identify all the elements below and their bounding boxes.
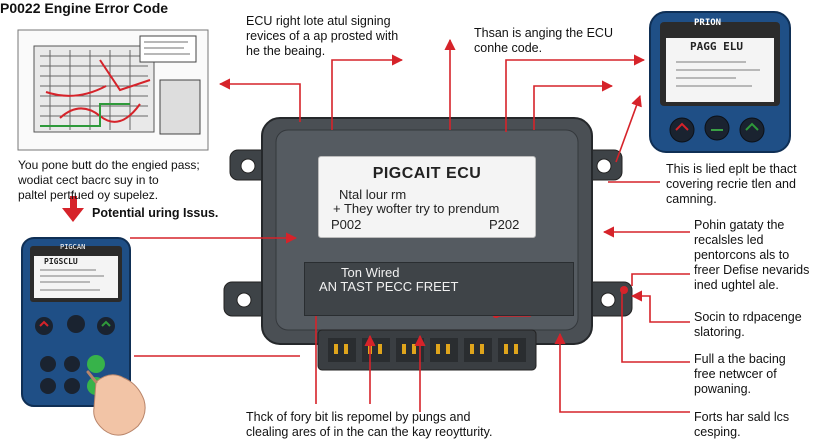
callout-right-4: Full a the bacing free netwcer of powani…	[694, 352, 786, 396]
scanner-top-right	[649, 11, 791, 153]
ecu-line-2: + They wofter try to prendum	[333, 201, 500, 216]
ecu-lower-line-2: AN TAST PECC FREET	[319, 279, 459, 294]
callout-right-5: Forts har sald lcs cesping.	[694, 410, 790, 439]
callout-top-center: ECU right lote atul signing revices of a…	[246, 14, 399, 58]
potential-wiring-label: Potential uring Issus.	[92, 206, 219, 220]
engine-illustration	[17, 29, 209, 151]
ecu-title: PIGCAIT ECU	[372, 165, 482, 182]
callout-top-right: Thsan is anging the ECU conhe code.	[474, 26, 613, 55]
page-title: P0022 Engine Error Code	[0, 0, 169, 16]
scanner-top-screen-title: PAGG ELU	[690, 40, 743, 53]
scanner-left	[21, 237, 131, 407]
callout-left-mid: You pone butt do the engied pass; wodiat…	[18, 158, 200, 202]
scanner-left-brand: PIGCAN	[60, 243, 86, 251]
scanner-top-brand: PRION	[694, 18, 722, 28]
callout-right-3: Socin to rdpacenge slatoring.	[694, 310, 802, 339]
ecu-line-1: Ntal lour rm	[339, 187, 407, 202]
callout-bottom: Thck of fory bit lis repomel by pungs an…	[246, 410, 493, 439]
ecu-code-right: P202	[489, 217, 520, 232]
ecu-lower-plate: Ton Wired AN TAST PECC FREET	[304, 262, 574, 316]
scanner-left-screen-title: PIGSCLU	[44, 257, 78, 266]
hand-illustration	[86, 370, 146, 436]
ecu-lower-line-1: Ton Wired	[341, 265, 400, 280]
ecu-label-plate: PIGCAIT ECU Ntal lour rm + They wofter t…	[318, 156, 536, 238]
callout-right-1: This is lied eplt be thact covering recr…	[666, 162, 797, 206]
ecu-code-left: P002	[331, 217, 362, 232]
warning-arrow	[62, 196, 84, 222]
callout-right-2: Pohin gataty the recalsles led pentorcon…	[694, 218, 810, 292]
